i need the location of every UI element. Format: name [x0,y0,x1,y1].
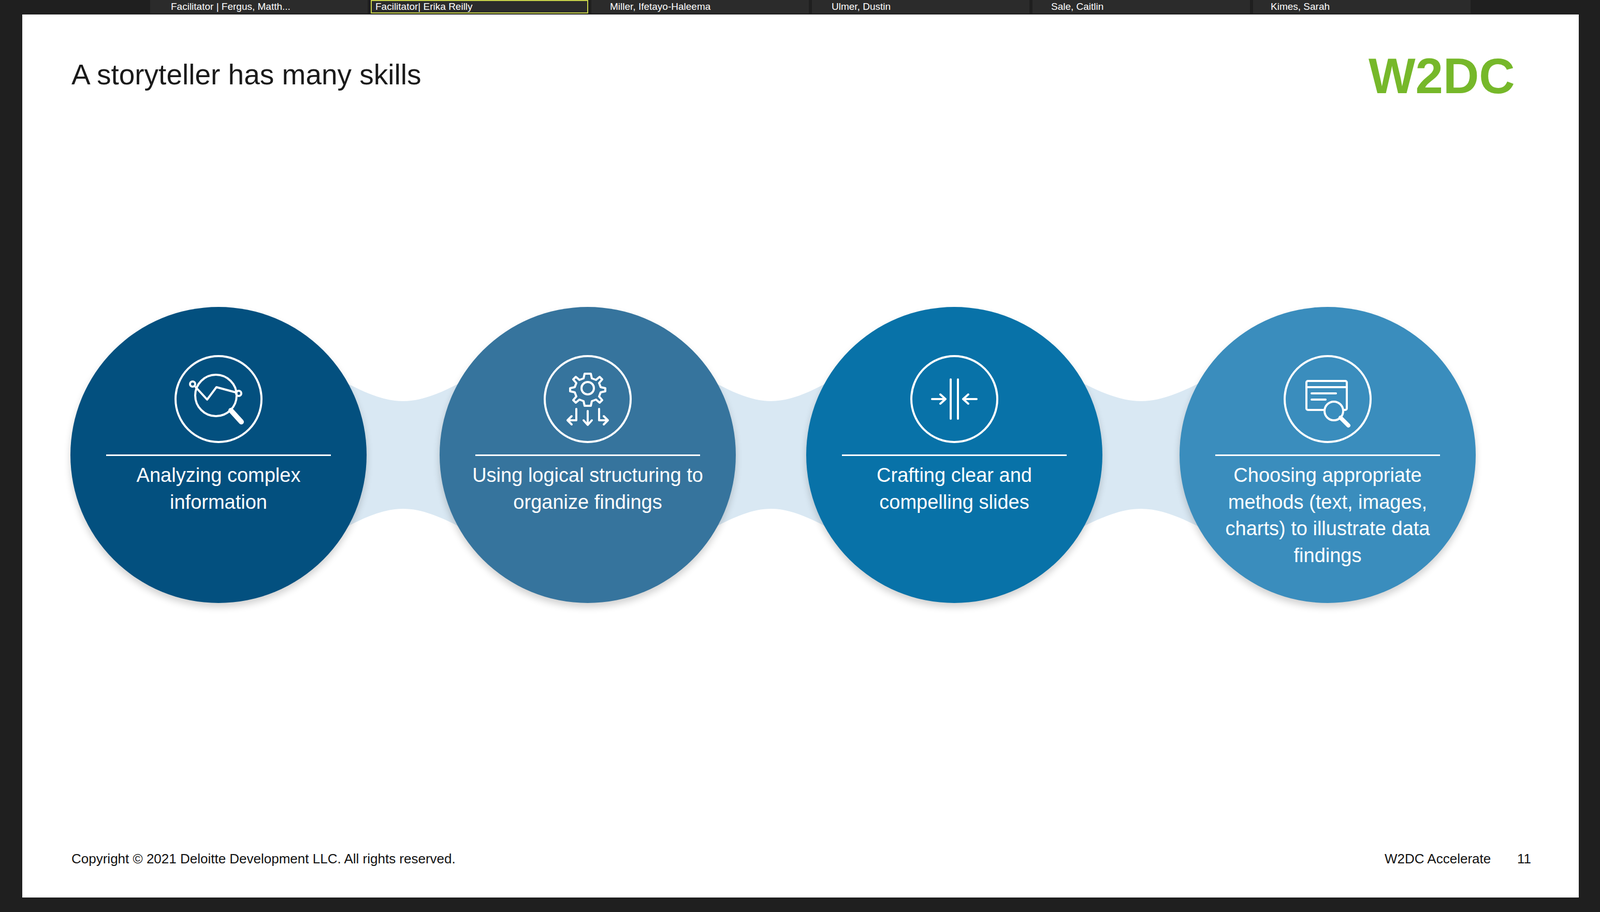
divider-line [841,454,1067,457]
participant-name: Kimes, Sarah [1270,1,1330,13]
participant-name: Ulmer, Dustin [831,1,891,13]
gear-icon [544,356,631,443]
participant-name: Facilitator| Erika Reilly [375,1,473,13]
logo-text: W2DC [1368,47,1516,105]
footer-text: Copyright © 2021 Deloitte Development LL… [71,851,456,868]
skill-circle: Crafting clear and compelling slides [806,307,1103,604]
skill-circle: Using logical structuring to organize fi… [439,307,736,604]
analysis-icon [175,356,262,443]
skill-label: Crafting clear and compelling slides [837,462,1071,516]
document-search-icon [1284,356,1371,443]
skill-label: Using logical structuring to organize fi… [471,462,705,516]
slide-title: A storyteller has many skills [71,57,422,92]
participant-name: Sale, Caitlin [1051,1,1104,13]
footer-text: W2DC Accelerate [1384,851,1491,868]
participant-name: Facilitator | Fergus, Matth... [170,1,291,13]
skill-label: Analyzing complex information [102,462,336,516]
divider-line [106,454,331,457]
footer-text: 11 [1517,851,1532,868]
participant-name: Miller, Ifetayo-Haleema [609,1,711,13]
divider-line [475,454,701,457]
skill-circle: Analyzing complex information [70,307,367,604]
skill-label: Choosing appropriate methods (text, imag… [1211,462,1445,570]
divider-line [1215,454,1440,457]
skill-circle: Choosing appropriate methods (text, imag… [1179,307,1476,604]
converge-icon [911,356,998,443]
